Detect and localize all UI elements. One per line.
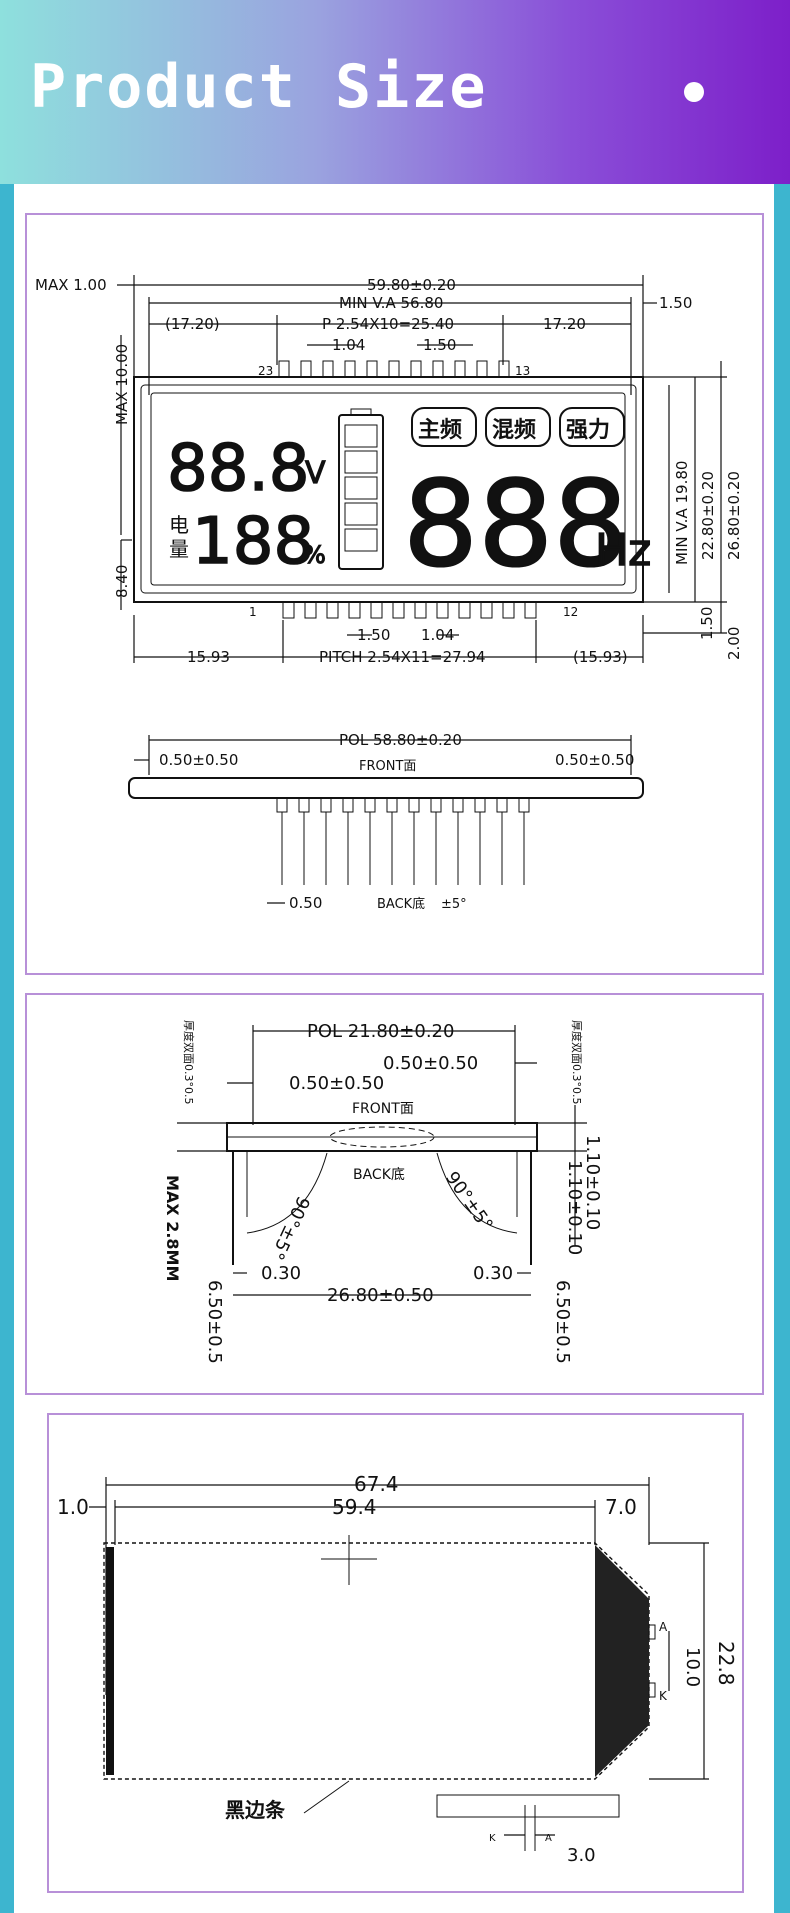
lcd-glass-outline <box>133 376 644 603</box>
overall-height-label: 26.80±0.20 <box>725 471 743 560</box>
front-view-drawing: 59.80±0.20 MAX 1.00 MIN V.A 56.80 1.50 (… <box>35 275 743 912</box>
side-offset-left-label: 0.50±0.50 <box>289 1073 384 1094</box>
front-label: FRONT面 <box>352 1101 414 1117</box>
bottom-height-label: 8.40 <box>113 565 131 598</box>
pin-lead-label: 0.50 <box>289 894 322 912</box>
dim-150-right-label: 1.50 <box>698 607 716 640</box>
pin-k-label: K <box>659 1689 668 1703</box>
pin-13-label: 13 <box>515 364 530 378</box>
overall-length-label: 67.4 <box>354 1472 399 1496</box>
pin-1-label: 1 <box>249 605 257 619</box>
charge-label-1: 电 <box>169 513 189 537</box>
front-label: FRONT面 <box>359 759 416 774</box>
back-label: BACK底 <box>353 1167 405 1183</box>
pin-width-bottom-label: 1.04 <box>421 626 454 644</box>
percent-digits: 188 <box>192 505 314 579</box>
pin-length-right-label: 6.50±0.5 <box>552 1280 573 1364</box>
charge-label-2: 量 <box>169 537 189 561</box>
black-bar-label: 黑边条 <box>225 1798 286 1822</box>
cross-section-drawing-panel: 厚度双面0.3°0.5 厚度双面0.3°0.5 POL 21.80±0.20 0… <box>25 993 764 1395</box>
mode-tag-mix: 混频 <box>492 418 536 443</box>
k-mark-label: K <box>489 1833 496 1844</box>
frequency-digits: 888 <box>403 455 628 593</box>
pin-gap-bottom-label: 1.50 <box>357 626 390 644</box>
page-title: Product Size <box>30 52 488 122</box>
pin-width-top-label: 1.04 <box>332 336 365 354</box>
glass-thickness-bottom-label: 1.10±0.10 <box>564 1160 585 1255</box>
side-view-pins <box>276 797 530 885</box>
a-mark-label: A <box>545 1833 552 1844</box>
voltage-unit: V <box>305 456 326 491</box>
angle-left-label: 90°±5° <box>266 1193 314 1263</box>
max-thickness-label: MAX 1.00 <box>35 276 107 294</box>
view-length-label: 59.4 <box>332 1495 377 1519</box>
side-note-left: 厚度双面0.3°0.5 <box>182 1020 196 1105</box>
top-pin-row <box>278 360 510 378</box>
lcd-viewing-area <box>140 384 637 594</box>
pol-width-label: POL 58.80±0.20 <box>339 731 462 749</box>
pitch-top-label: P 2.54X10=25.40 <box>322 315 454 333</box>
left-margin-label: 1.0 <box>57 1495 89 1519</box>
pin-23-label: 23 <box>258 364 273 378</box>
pin-12-label: 12 <box>563 605 578 619</box>
angle-right-label: 90°±5° <box>441 1168 497 1235</box>
height-label: 22.8 <box>714 1641 738 1686</box>
content-sheet: 59.80±0.20 MAX 1.00 MIN V.A 56.80 1.50 (… <box>14 184 774 1913</box>
fpc-tail <box>595 1545 649 1777</box>
backlight-drawing-panel: 67.4 1.0 59.4 7.0 A K 10.0 <box>47 1413 744 1893</box>
right-offset-label: 17.20 <box>543 315 586 333</box>
pol-width-label: POL 21.80±0.20 <box>307 1021 454 1042</box>
glass-height-label: 22.80±0.20 <box>699 471 717 560</box>
va-height-label: MIN V.A 19.80 <box>673 461 691 565</box>
pin-span-label: 26.80±0.50 <box>327 1285 434 1306</box>
front-view-drawing-panel: 59.80±0.20 MAX 1.00 MIN V.A 56.80 1.50 (… <box>25 213 764 975</box>
left-pin <box>232 1151 248 1265</box>
pin-gap-top-label: 1.50 <box>423 336 456 354</box>
right-pin <box>516 1151 532 1265</box>
bottom-dim-label: 3.0 <box>567 1845 596 1866</box>
right-margin-label: 7.0 <box>605 1495 637 1519</box>
angle-tolerance-label: ±5° <box>441 897 467 912</box>
right-bottom-label: (15.93) <box>573 648 628 666</box>
pin-a-label: A <box>659 1620 668 1634</box>
mode-tag-strong: 强力 <box>566 418 610 443</box>
side-note-right: 厚度双面0.3°0.5 <box>570 1020 584 1105</box>
percent-unit: % <box>303 541 326 569</box>
dim-200-right-label: 2.00 <box>725 627 743 660</box>
header-banner: Product Size <box>0 0 790 184</box>
pitch-bottom-label: PITCH 2.54X11=27.94 <box>319 648 486 666</box>
side-offset-right-label: 0.50±0.50 <box>383 1053 478 1074</box>
glass-thickness-top-label: 1.10±0.10 <box>582 1135 603 1230</box>
backlight-drawing: 67.4 1.0 59.4 7.0 A K 10.0 <box>57 1472 738 1866</box>
black-edge-strip <box>106 1547 114 1775</box>
pol-right-label: 0.50±0.50 <box>555 751 634 769</box>
right-margin-label: 1.50 <box>659 294 692 312</box>
bullet-dot-icon <box>684 82 704 102</box>
bottom-pin-row <box>282 601 537 619</box>
frequency-unit: Hz <box>595 525 651 576</box>
battery-icon <box>338 408 384 570</box>
left-bottom-label: 15.93 <box>187 648 230 666</box>
overall-width-label: 59.80±0.20 <box>367 276 456 294</box>
backlight-outline <box>103 1542 650 1780</box>
pol-left-label: 0.50±0.50 <box>159 751 238 769</box>
pin-length-left-label: 6.50±0.5 <box>204 1280 225 1364</box>
left-offset-label: (17.20) <box>165 315 220 333</box>
side-view-glass <box>128 777 644 799</box>
max-pin-length-label: MAX 10.00 <box>113 344 131 425</box>
mode-tag-main: 主频 <box>418 418 462 443</box>
pin-span-label: 10.0 <box>682 1647 703 1687</box>
max-thickness-label: MAX 2.8MM <box>163 1175 182 1281</box>
pin-offset-left-label: 0.30 <box>261 1263 301 1284</box>
cross-section-drawing: 厚度双面0.3°0.5 厚度双面0.3°0.5 POL 21.80±0.20 0… <box>163 1020 603 1364</box>
pin-offset-right-label: 0.30 <box>473 1263 513 1284</box>
back-label: BACK底 <box>377 896 425 912</box>
min-va-width-label: MIN V.A 56.80 <box>339 294 443 312</box>
voltage-digits: 88.8 <box>167 432 310 506</box>
